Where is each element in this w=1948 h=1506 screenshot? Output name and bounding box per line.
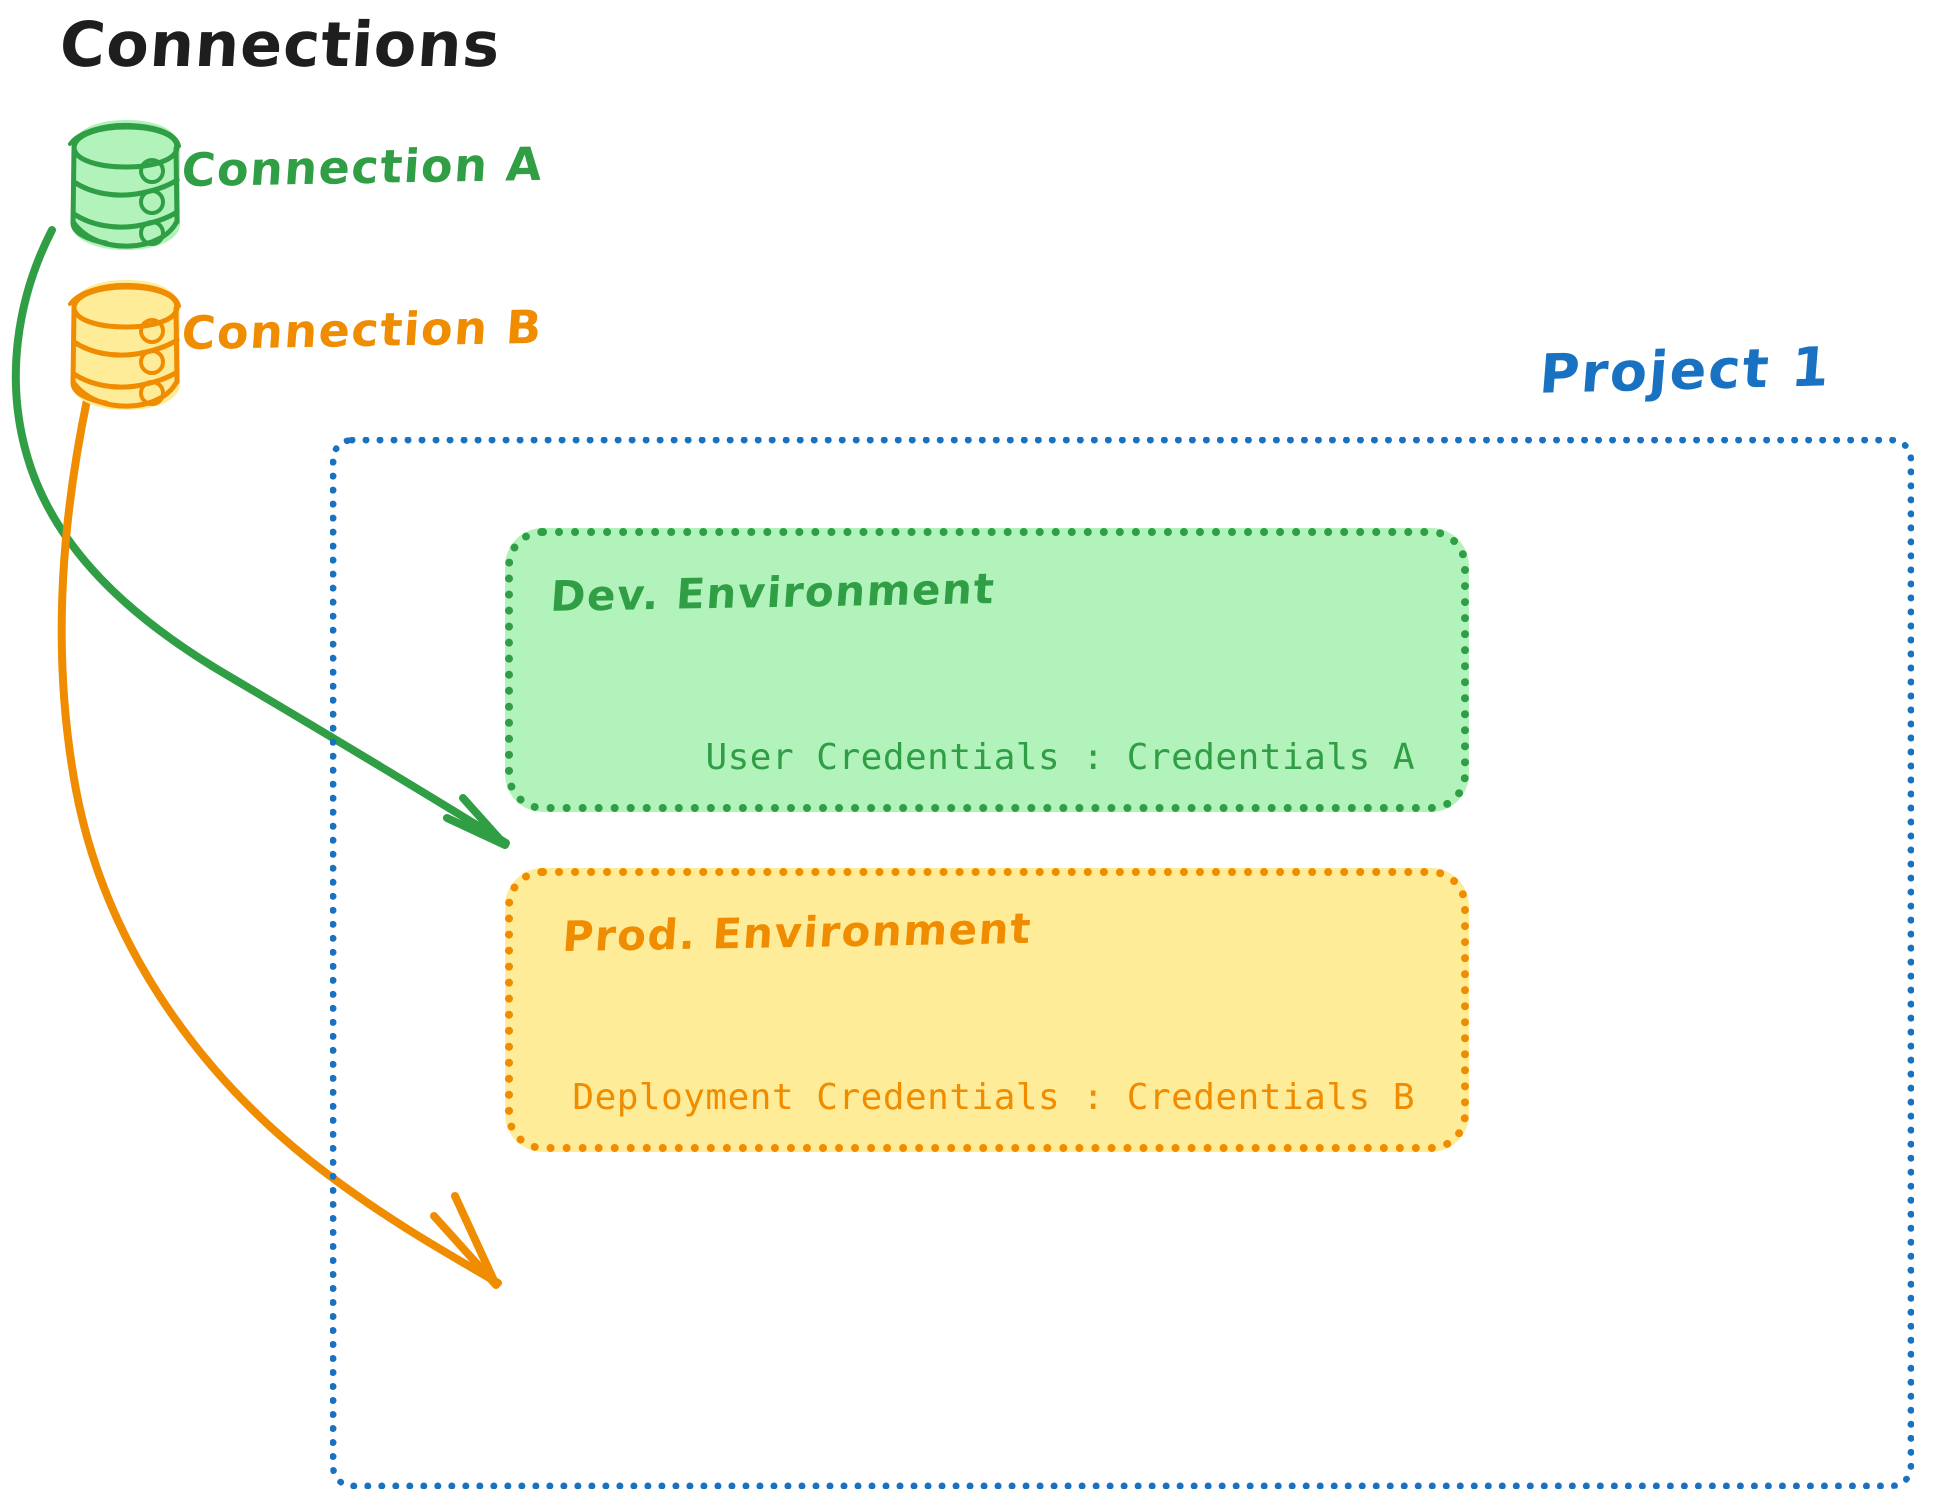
connection-b-label[interactable]: Connection B — [179, 299, 545, 361]
connection-a-label[interactable]: Connection A — [179, 136, 546, 198]
database-icon-connection-a — [68, 120, 181, 250]
project-label: Project 1 — [1537, 335, 1834, 406]
arrow-connection-b-to-prod — [57, 391, 502, 1289]
page-title: Connections — [57, 8, 504, 81]
dev-environment-box[interactable]: Dev. Environment User Credentials : Cred… — [505, 528, 1469, 812]
project-container: Dev. Environment User Credentials : Cred… — [330, 437, 1914, 1489]
prod-environment-title: Prod. Environment — [560, 903, 1034, 962]
prod-environment-box[interactable]: Prod. Environment Deployment Credentials… — [505, 868, 1469, 1152]
dev-environment-title: Dev. Environment — [548, 564, 997, 621]
arrow-connection-a-to-dev — [11, 226, 510, 849]
connection-b-icon-hit-area[interactable] — [62, 272, 184, 400]
prod-environment-credentials: Deployment Credentials : Credentials B — [572, 1077, 1415, 1118]
dev-environment-credentials: User Credentials : Credentials A — [705, 737, 1415, 778]
connection-a-icon-hit-area[interactable] — [62, 112, 184, 240]
database-icon-connection-b — [68, 280, 181, 410]
